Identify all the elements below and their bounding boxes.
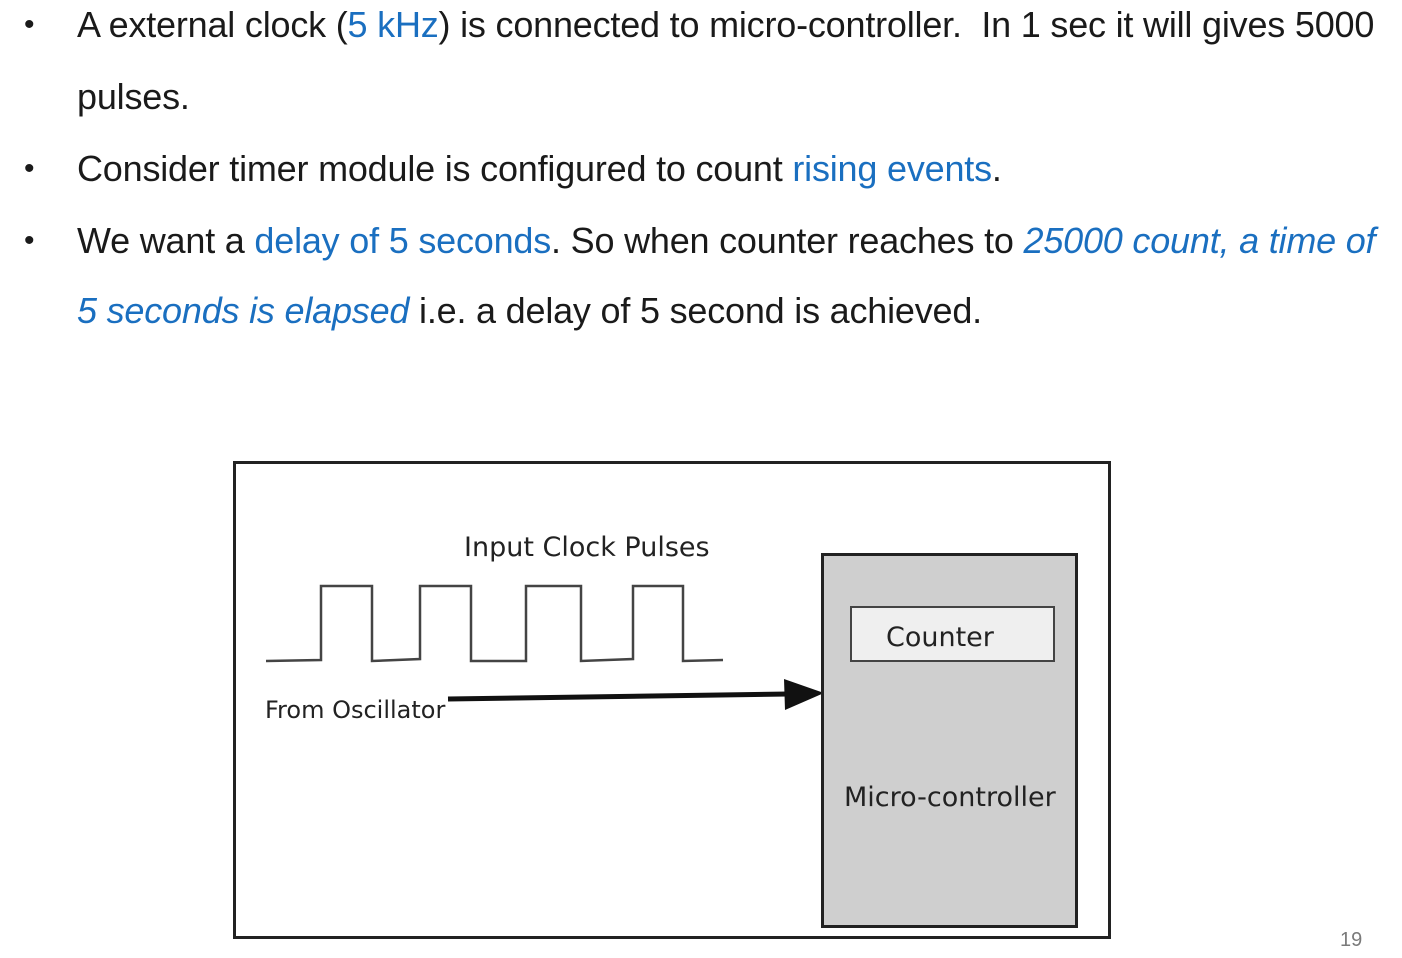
page-number: 19 (1340, 929, 1363, 951)
counter-box: Counter (850, 606, 1055, 662)
signal-arrow-head (784, 679, 824, 710)
text-run: 25000 count, a time of (1023, 220, 1376, 261)
bullet-dot: • (24, 8, 35, 41)
clock-waveform (265, 584, 824, 710)
text-run: pulses. (77, 76, 190, 117)
text-run: Consider timer module is configured to c… (77, 148, 793, 189)
micro-controller-box: Counter Micro-controller (821, 553, 1078, 928)
text-run: A external clock ( (77, 4, 348, 45)
from-oscillator-label: From Oscillator (265, 696, 446, 724)
bullet-dot: • (24, 152, 35, 185)
text-run: 5 kHz (347, 4, 439, 45)
text-run: ) is connected to micro-controller. In 1… (438, 4, 1375, 45)
text-run: i.e. a delay of 5 second is achieved. (409, 290, 982, 331)
bullet-line: We want a delay of 5 seconds. So when co… (77, 220, 1376, 261)
text-run: . (991, 148, 1002, 189)
counter-label: Counter (886, 622, 994, 653)
bullet-line: A external clock (5 kHz) is connected to… (77, 7, 1374, 43)
text-run: rising events (792, 148, 992, 189)
text-run: . So when counter reaches to (551, 220, 1024, 261)
text-run: delay of 5 seconds (254, 220, 552, 261)
bullet-line: Consider timer module is configured to c… (77, 151, 1002, 187)
bullet-dot: • (24, 224, 35, 257)
clock-pulse-train (265, 584, 724, 663)
bullet-line: pulses. (77, 79, 190, 115)
signal-arrow-line (447, 691, 789, 702)
text-run: 5 seconds is elapsed (77, 290, 410, 331)
bullet-line: 5 seconds is elapsed i.e. a delay of 5 s… (77, 293, 982, 329)
timer-diagram: Input Clock Pulses From Oscillator Count… (233, 461, 1111, 939)
micro-controller-label: Micro-controller (844, 782, 1056, 813)
input-clock-label: Input Clock Pulses (464, 532, 710, 563)
text-run: We want a (77, 220, 255, 261)
